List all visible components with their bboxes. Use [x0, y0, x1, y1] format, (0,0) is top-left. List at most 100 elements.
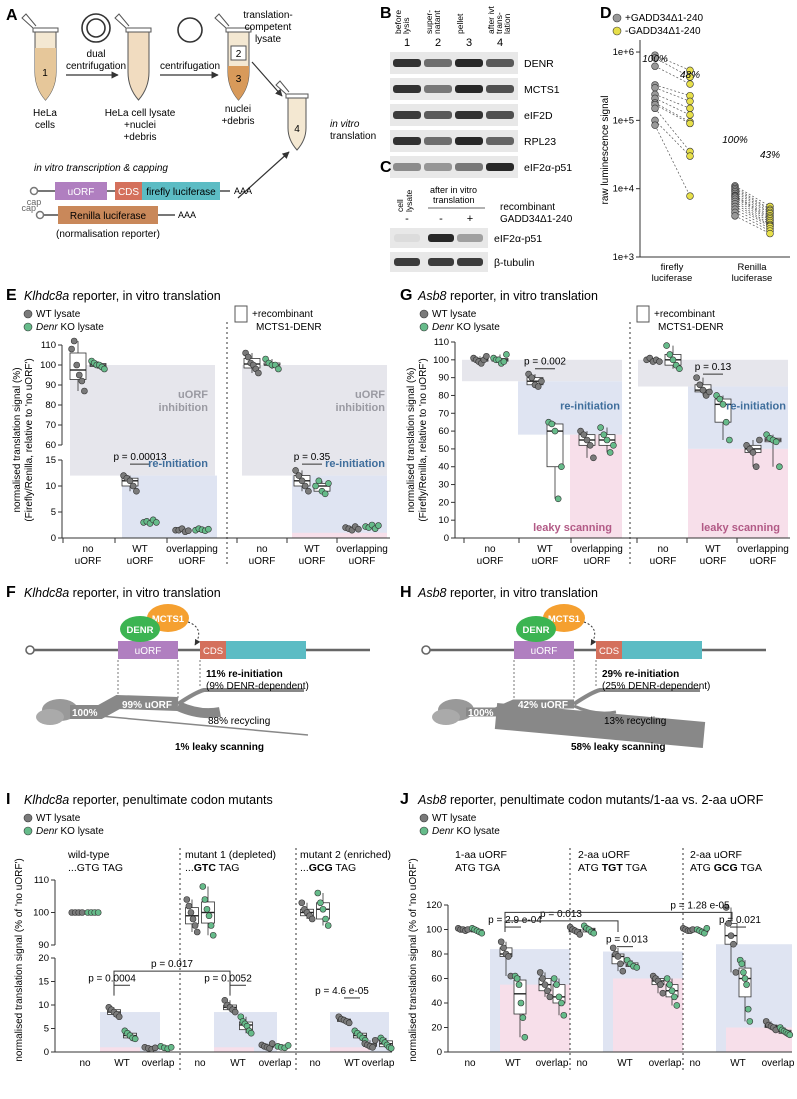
j-x-cat: no [464, 1058, 476, 1069]
schem-cds-label: CDS [203, 646, 223, 657]
panel-e: E Klhdc8a reporter, in vitro translation… [6, 287, 390, 567]
d-percent-label: 100% [642, 54, 668, 65]
j-ko-point [513, 975, 521, 982]
e-wt-point [81, 387, 88, 395]
schem-uorf-box [118, 641, 178, 659]
j-wt-point [576, 931, 584, 938]
j-group-3-line2: ATG GCG TGA [690, 862, 762, 874]
e-y-tick-label: 100 [40, 360, 56, 371]
i-x-cat: no [194, 1058, 206, 1069]
g-y-tick-label: 60 [438, 426, 449, 437]
g-legend-ko-gene: Denr [432, 322, 454, 333]
d-renilla-pair-line [734, 201, 771, 225]
tube-4: 4 [275, 80, 309, 151]
i-y-tick-label: 10 [38, 1000, 49, 1011]
g-ko-point [716, 395, 724, 403]
e-x-cat-1: WT [132, 544, 148, 555]
i-pvalue: p = 0.0052 [204, 973, 252, 984]
j-y-tick-label: 40 [431, 998, 442, 1009]
i-wt-point [151, 1044, 159, 1052]
j-ko-point [633, 964, 641, 971]
d-percent-label: 43% [760, 150, 780, 161]
cap-icon-2 [35, 210, 45, 220]
j-pvalue-bracket-long-1 [504, 920, 619, 932]
e-y-tick-label: 70 [45, 420, 56, 431]
j-ko-point [521, 1034, 529, 1041]
j-legend-ko-swatch [419, 826, 429, 836]
j-y-tick-label: 60 [431, 974, 442, 985]
title-f: Klhdc8a reporter, in vitro translation [24, 586, 221, 600]
i-legend-ko-swatch [23, 826, 33, 836]
g-y-tick-label: 10 [438, 515, 449, 526]
d-renilla-pair-line [734, 185, 771, 207]
i-x-cat: overlap [142, 1058, 175, 1069]
panel-b: B beforelysis1super-natant2pellet3after … [380, 5, 572, 178]
e-x-cat-2: uORF [127, 556, 154, 567]
schem-fluc-box [226, 641, 306, 659]
g-ko-point [548, 420, 556, 428]
j-ko-point [666, 981, 673, 988]
j-x-cat: WT [505, 1058, 521, 1069]
g-x-cat-1: overlapping [737, 544, 789, 555]
j-ko-point [741, 975, 749, 982]
ivt-caption: in vitro transcription & capping [34, 163, 168, 174]
tube-4-label: 4 [294, 124, 300, 135]
lysate-line3: +debris [123, 132, 156, 143]
g-x-cat-1: no [657, 544, 669, 555]
g-wt-point [586, 442, 594, 449]
title-h-gene: Asb8 [417, 586, 447, 600]
blot-b-band [424, 163, 452, 171]
i-g2-dots: ... [185, 862, 194, 874]
i-wt-point [298, 899, 306, 907]
d-firefly-pair-line [654, 98, 691, 116]
e-pvalue-1: p = 0.00013 [113, 452, 167, 463]
blot-b-lane-bg [390, 156, 518, 178]
schem-leaky-label: 58% leaky scanning [571, 742, 666, 753]
e-wt-point [295, 472, 303, 479]
blot-c-band [394, 258, 420, 266]
d-firefly-pair-line [654, 104, 691, 124]
d-renilla-minus-point [766, 229, 774, 238]
j-legend-wt-swatch [419, 813, 429, 823]
j-pvalue: p = 1.28 e-05 [670, 900, 730, 911]
e-label-reinit: re-initiation [148, 458, 208, 470]
e-wt-point [305, 487, 312, 495]
g-ko-point [500, 358, 508, 365]
schem-denr-label: DENR [127, 625, 154, 636]
blot-b-band [424, 111, 452, 119]
i-g3-dots: ... [300, 862, 309, 874]
e-wt-point [68, 345, 75, 353]
g-y-tick-label: 40 [438, 462, 449, 473]
g-y-tick-label: 30 [438, 480, 449, 491]
title-e: Klhdc8a reporter, in vitro translation [24, 289, 221, 303]
blot-b-col-header: pellet [455, 13, 465, 34]
uorf-box [55, 182, 107, 200]
g-y-tick-label: 50 [438, 444, 449, 455]
d-y-tick-label: 1e+5 [613, 115, 634, 126]
j-y-tick-label: 0 [437, 1047, 442, 1058]
j-wt-point [657, 981, 664, 988]
schem-ribosome-small-icon [36, 709, 64, 725]
panel-letter-g: G [400, 287, 412, 304]
blot-c-col1: cell [395, 199, 405, 212]
e-wt-point [298, 477, 306, 485]
panel-letter-j: J [400, 791, 409, 808]
e-legend-wt-swatch [23, 309, 33, 319]
g-x-cat-2: uORF [532, 556, 559, 567]
j-legend-ko-gene: Denr [432, 826, 454, 837]
i-wt-point [183, 896, 191, 903]
d-y-tick-label: 1e+3 [613, 252, 634, 263]
g-wt-point [693, 374, 700, 381]
g-y-tick-label: 80 [438, 390, 449, 401]
d-firefly-minus-point [686, 111, 694, 119]
i-y-tick-label: 100 [33, 908, 49, 919]
title-e-gene: Klhdc8a [24, 289, 69, 303]
e-ko-point [205, 525, 212, 533]
i-wt-point [185, 902, 193, 910]
j-wt-point [659, 989, 667, 997]
i-ko-point [207, 922, 215, 929]
schem-reinit-sub: (25% DENR-dependent) [602, 681, 710, 692]
g-ko-point [503, 351, 510, 358]
g-wt-point [538, 377, 545, 385]
i-group-3-line2: ...GCG TAG [300, 862, 356, 874]
